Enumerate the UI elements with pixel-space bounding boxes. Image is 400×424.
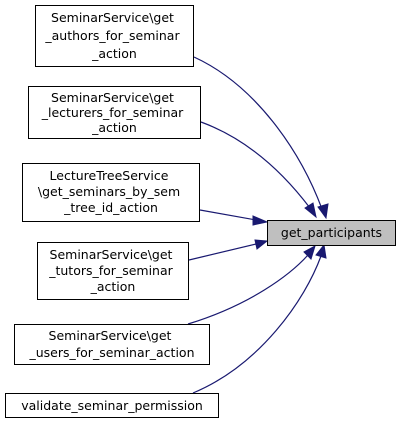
caller-node-tutors-line-2: _tutors_for_seminar bbox=[48, 263, 173, 278]
edge-lecturers-arrowhead bbox=[304, 202, 317, 219]
svg-text:SeminarService\get _user: SeminarService\get _users_for_seminar_ac… bbox=[28, 328, 194, 360]
edge-users-arrowhead bbox=[303, 244, 316, 260]
edge-validate-arrowhead bbox=[315, 243, 327, 259]
caller-node-seminars-line-3: _tree_id_action bbox=[63, 200, 158, 215]
edge-lecturers-to-target bbox=[200, 121, 311, 209]
edge-authors-to-target bbox=[193, 56, 323, 210]
edge-users-to-target bbox=[187, 254, 309, 325]
target-node-get-participants[interactable]: get_participants bbox=[267, 220, 396, 246]
svg-text:SeminarService\get _tuto: SeminarService\get _tutors_for_seminar _… bbox=[48, 247, 177, 294]
svg-text:SeminarService\get _auth: SeminarService\get _authors_for_seminar … bbox=[44, 10, 183, 61]
caller-node-validate-line-1: validate_seminar_permission bbox=[21, 398, 203, 413]
caller-node-tutors[interactable]: SeminarService\get _tutors_for_seminar _… bbox=[37, 242, 189, 300]
caller-node-lecturers-line-1: SeminarService\get bbox=[51, 90, 174, 105]
caller-node-lecturers-line-2: _lecturers_for_seminar bbox=[41, 105, 184, 120]
caller-node-authors-line-3: _action bbox=[91, 46, 137, 61]
caller-node-lecturers-line-3: _action bbox=[91, 120, 137, 135]
edge-validate-to-target bbox=[192, 255, 322, 394]
svg-text:LectureTreeService \get_: LectureTreeService \get_seminars_by_sem … bbox=[38, 168, 184, 215]
svg-text:validate_seminar_permission: validate_seminar_permission bbox=[21, 398, 203, 413]
caller-node-users-line-1: SeminarService\get bbox=[49, 328, 172, 343]
edge-authors-arrowhead bbox=[317, 203, 329, 220]
caller-node-authors-line-2: _authors_for_seminar bbox=[44, 28, 180, 43]
caller-node-users[interactable]: SeminarService\get _users_for_seminar_ac… bbox=[14, 324, 210, 365]
edge-tutors-arrowhead bbox=[254, 239, 269, 250]
svg-text:get_participants: get_participants bbox=[281, 225, 382, 240]
svg-text:SeminarService\get _lect: SeminarService\get _lecturers_for_semina… bbox=[41, 90, 188, 135]
caller-node-lecturers[interactable]: SeminarService\get _lecturers_for_semina… bbox=[28, 86, 201, 139]
target-node-label: get_participants bbox=[281, 225, 382, 240]
caller-node-tutors-line-3: _action bbox=[90, 279, 136, 294]
edge-seminars-to-target bbox=[199, 209, 257, 221]
edges bbox=[187, 56, 329, 394]
caller-node-validate[interactable]: validate_seminar_permission bbox=[5, 393, 219, 418]
caller-node-seminars-line-1: LectureTreeService bbox=[50, 168, 169, 183]
edge-seminars-arrowhead bbox=[252, 215, 269, 226]
caller-node-tutors-line-1: SeminarService\get bbox=[50, 247, 173, 262]
caller-node-authors-line-1: SeminarService\get bbox=[51, 10, 174, 25]
caller-node-seminars[interactable]: LectureTreeService \get_seminars_by_sem … bbox=[22, 163, 200, 222]
caller-node-users-line-2: _users_for_seminar_action bbox=[28, 345, 194, 360]
edge-tutors-to-target bbox=[188, 243, 257, 261]
caller-node-authors[interactable]: SeminarService\get _authors_for_seminar … bbox=[35, 5, 194, 67]
caller-node-seminars-line-2: \get_seminars_by_sem bbox=[38, 184, 180, 199]
